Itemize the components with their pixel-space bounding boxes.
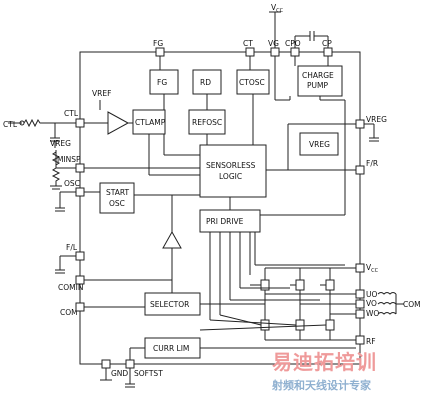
pin-label-vcc-right: VCC (366, 263, 379, 274)
ctlamp-opamp (107, 111, 130, 135)
block-label-rd: RD (200, 78, 211, 87)
block-label-curr-lim: CURR LIM (153, 344, 189, 353)
pin-label-ctl: CTL (64, 109, 79, 118)
pin-label-ct: CT (243, 39, 253, 48)
pin-label-cpo: CPO (285, 39, 301, 48)
pin-label-fl: F/L (66, 243, 78, 252)
pin-label-gnd: GND (111, 369, 128, 378)
pin-vcc-right (355, 263, 365, 273)
watermark-line-1: 易迪拓培训 (272, 350, 377, 374)
block-sensorless-logic (199, 144, 267, 198)
pin-label-ctl-in: CTL (3, 120, 18, 129)
watermark: 易迪拓培训 射频和天线设计专家 (272, 346, 422, 393)
pin-label-vcc-top: VCC (271, 3, 284, 14)
block-label-start-osc-2: OSC (109, 199, 125, 208)
block-label-pri-drive: PRI DRIVE (206, 217, 244, 226)
pin-vg (270, 47, 280, 57)
pin-ct (245, 47, 255, 57)
pin-uo (355, 289, 365, 299)
pin-minsp (75, 163, 85, 173)
block-label-sensorless-1: SENSORLESS (206, 161, 256, 170)
block-ctlamp (132, 109, 166, 135)
watermark-line-2: 射频和天线设计专家 (272, 379, 371, 392)
block-label-fg: FG (157, 78, 167, 87)
pin-label-softst: SOFTST (134, 369, 163, 378)
pin-vo (355, 299, 365, 309)
pin-fl (75, 251, 85, 261)
pin-gnd (101, 359, 111, 369)
pin-wo (355, 309, 365, 319)
pin-label-minsp: MINSP (57, 155, 81, 164)
block-rd (192, 69, 222, 95)
block-label-refosc: REFOSC (192, 118, 222, 127)
block-label-ctlamp: CTLAMP (135, 118, 166, 127)
label-com-right: COM (403, 300, 421, 309)
block-label-charge-pump-1: CHARGE (302, 71, 334, 80)
pin-label-osc: OSC (64, 179, 80, 188)
pin-label-wo: WO (366, 309, 379, 318)
block-label-charge-pump-2: PUMP (307, 81, 328, 90)
pin-cpo (290, 47, 300, 57)
pin-fr (355, 165, 365, 175)
pin-label-com-left: COM (60, 308, 78, 317)
pin-ctl (75, 118, 85, 128)
motor-coil-symbol (377, 292, 404, 315)
block-label-selector: SELECTOR (150, 300, 189, 309)
pin-softst (125, 359, 135, 369)
pin-label-vg: VG (268, 39, 279, 48)
block-label-sensorless-2: LOGIC (219, 172, 242, 181)
pin-cp (323, 47, 333, 57)
block-label-vreg: VREG (309, 140, 330, 149)
pin-vreg-right (355, 119, 365, 129)
block-label-start-osc-1: START (106, 188, 130, 197)
pin-label-comin: COMIN (58, 283, 83, 292)
label-vref: VREF (92, 89, 111, 98)
block-charge-pump (297, 65, 343, 97)
pin-label-vreg-left: VREG (50, 139, 71, 148)
pin-fg (155, 47, 165, 57)
block-start-osc (99, 182, 135, 214)
pin-label-fg: FG (153, 39, 163, 48)
pin-label-vreg-right: VREG (366, 115, 387, 124)
pin-comin (75, 275, 85, 285)
pin-osc (75, 187, 85, 197)
pin-com-left (75, 302, 85, 312)
pin-label-uo: UO (366, 290, 377, 299)
pin-label-cp: CP (322, 39, 332, 48)
pin-label-vo: VO (366, 299, 377, 308)
pin-rf (355, 335, 365, 345)
block-vreg (299, 132, 339, 156)
block-label-ctosc: CTOSC (239, 78, 265, 87)
pin-label-fr: F/R (366, 159, 378, 168)
block-ctosc (236, 69, 270, 95)
pin-label-rf: RF (366, 337, 376, 346)
